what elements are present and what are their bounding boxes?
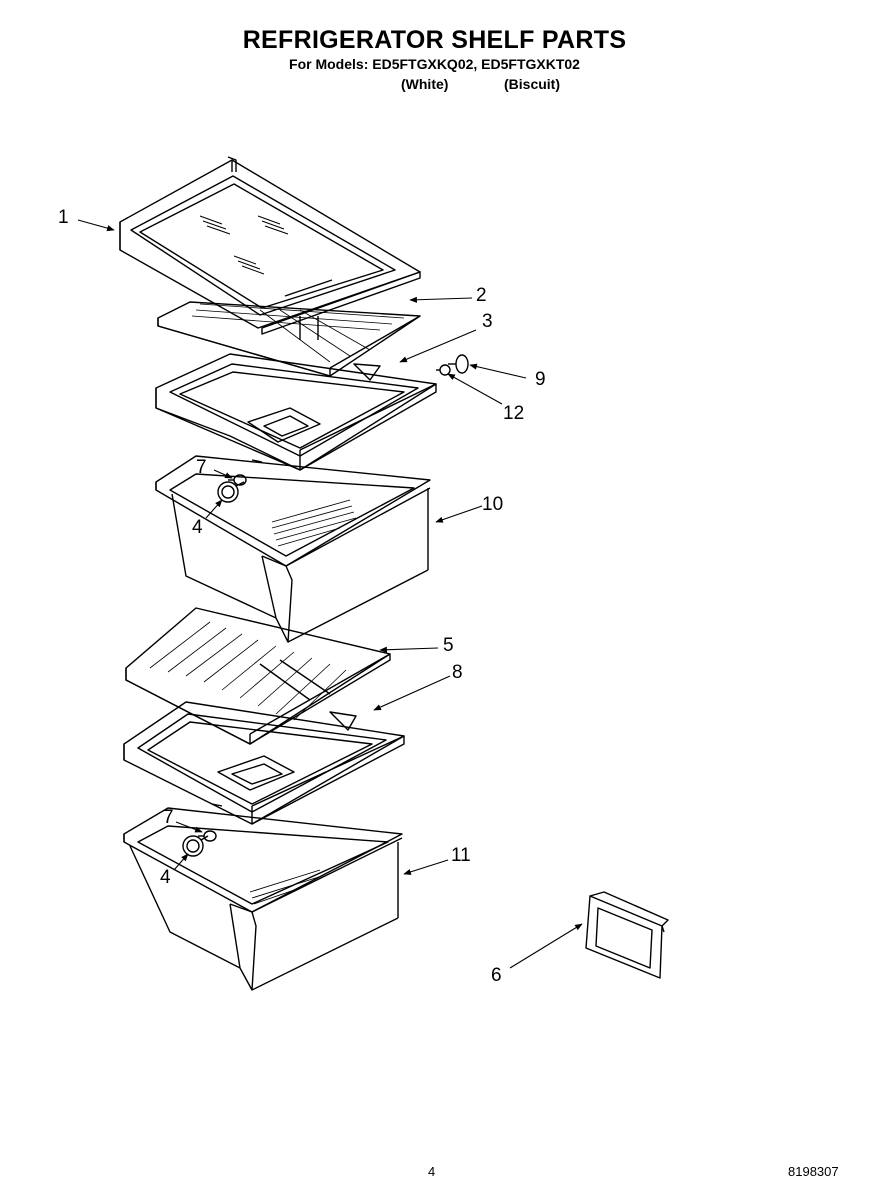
- leader-lines: [77, 219, 583, 969]
- callout-6: 6: [491, 965, 502, 986]
- document-number: 8198307: [788, 1164, 839, 1179]
- callout-11: 11: [451, 845, 471, 866]
- part-7-upper-screw: [228, 474, 247, 486]
- callout-8: 8: [452, 662, 463, 683]
- callout-5: 5: [443, 635, 454, 656]
- callout-7-upper: 7: [196, 457, 207, 478]
- page-header: REFRIGERATOR SHELF PARTS For Models: ED5…: [0, 26, 869, 72]
- part-2-crisper-glass: [157, 301, 421, 377]
- part-8-lower-crisper-frame: [123, 701, 405, 825]
- part-5-lower-crisper-glass: [125, 607, 391, 745]
- callout-4-lower: 4: [160, 867, 171, 888]
- callout-1: 1: [58, 207, 69, 228]
- part-4-upper-roller: [217, 481, 245, 503]
- page-number: 4: [428, 1164, 436, 1179]
- part-12-screw: [436, 364, 451, 376]
- model-list: For Models: ED5FTGXKQ02, ED5FTGXKT02: [289, 56, 580, 72]
- callout-12: 12: [503, 403, 525, 424]
- part-3-crisper-frame: [155, 353, 437, 471]
- callout-4-upper: 4: [192, 517, 203, 538]
- variant-white: (White): [401, 76, 449, 92]
- callout-10: 10: [482, 494, 504, 515]
- part-6-label-holder: [585, 891, 669, 979]
- variant-biscuit: (Biscuit): [504, 76, 560, 92]
- part-11-lower-crisper-drawer: [123, 807, 403, 991]
- callout-2: 2: [476, 285, 487, 306]
- page-title: REFRIGERATOR SHELF PARTS: [242, 26, 627, 54]
- part-7-lower-screw: [198, 830, 217, 842]
- part-1-glass-shelf: [119, 156, 421, 335]
- callout-3: 3: [482, 311, 493, 332]
- callout-7-lower: 7: [163, 807, 174, 828]
- part-9-roller: [448, 354, 469, 374]
- callout-9: 9: [535, 369, 546, 390]
- part-10-upper-crisper-drawer: [155, 455, 431, 643]
- part-4-lower-roller: [182, 835, 209, 857]
